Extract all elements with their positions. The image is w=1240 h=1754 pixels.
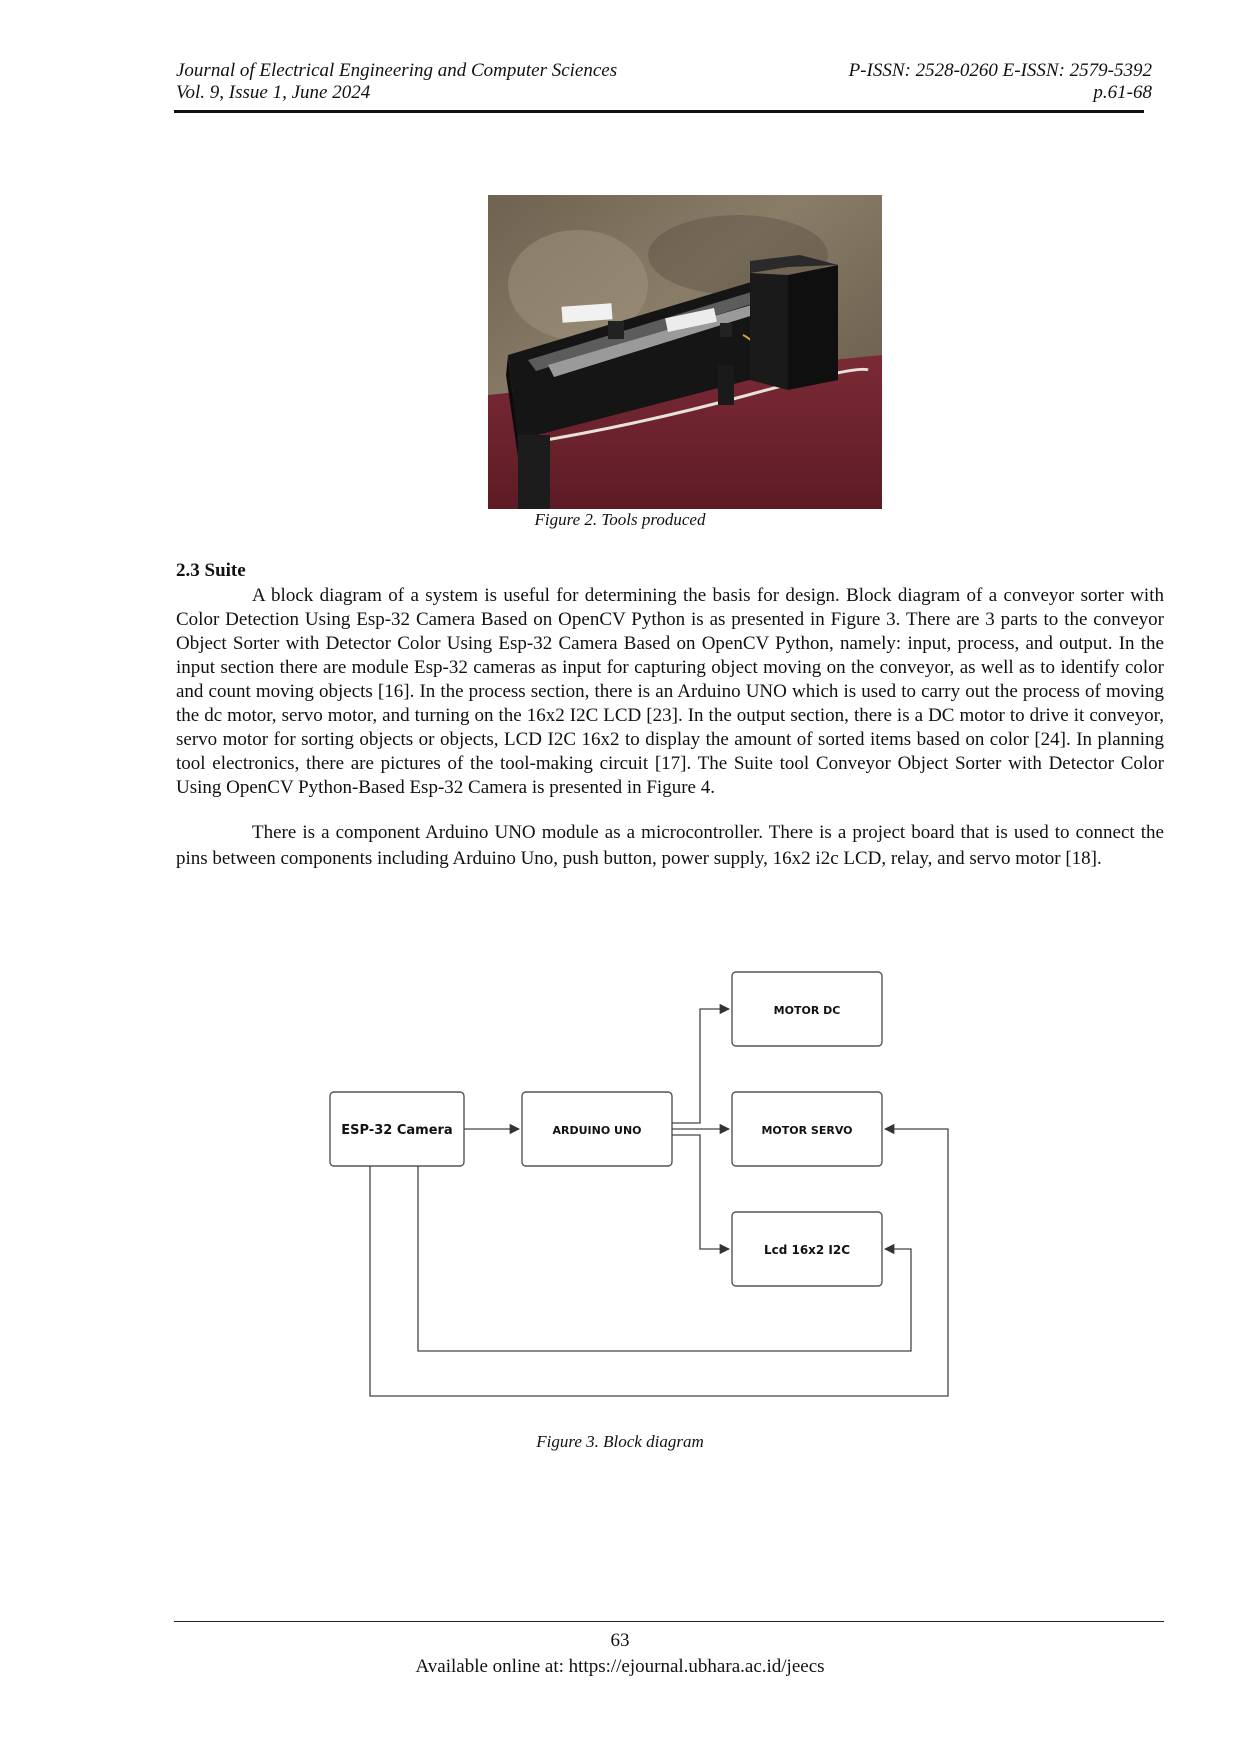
running-header-left: Journal of Electrical Engineering and Co…	[176, 60, 617, 104]
journal-issn: P-ISSN: 2528-0260 E-ISSN: 2579-5392	[848, 60, 1152, 81]
arrow-camera-to-lcd	[417, 1166, 912, 1352]
paragraph-2: There is a component Arduino UNO module …	[176, 820, 1164, 872]
page-range: p.61-68	[1093, 82, 1152, 103]
running-header-right: P-ISSN: 2528-0260 E-ISSN: 2579-5392 p.61…	[849, 60, 1152, 104]
label-motor-dc: MOTOR DC	[774, 1004, 841, 1017]
conveyor-prototype-photo	[488, 195, 882, 509]
paragraph-1-text: A block diagram of a system is useful fo…	[176, 585, 1164, 798]
figure-2-photo	[488, 195, 882, 509]
figure-2-caption: Figure 2. Tools produced	[534, 510, 706, 529]
figure-3-block-diagram: ESP-32 Camera ARDUINO UNO MOTOR DC MOTOR…	[320, 960, 970, 1410]
journal-volume: Vol. 9, Issue 1, June 2024	[176, 82, 371, 103]
page-number: 63	[610, 1630, 630, 1651]
block-motor-servo	[731, 1091, 883, 1167]
label-lcd: Lcd 16x2 I2C	[764, 1243, 850, 1257]
label-esp32-camera: ESP-32 Camera	[341, 1123, 452, 1138]
arrow-arduino-to-motor-dc	[672, 1003, 731, 1124]
label-arduino-uno: ARDUINO UNO	[552, 1124, 641, 1137]
paragraph-1: A block diagram of a system is useful fo…	[176, 584, 1164, 800]
arrow-camera-to-servo	[369, 1123, 949, 1397]
block-motor-dc	[731, 971, 883, 1047]
figure-3-caption: Figure 3. Block diagram	[536, 1432, 704, 1451]
block-diagram-svg: ESP-32 Camera ARDUINO UNO MOTOR DC MOTOR…	[329, 971, 949, 1397]
label-motor-servo: MOTOR SERVO	[761, 1124, 852, 1137]
section-heading: 2.3 Suite	[176, 560, 246, 581]
paragraph-2-text: There is a component Arduino UNO module …	[176, 822, 1164, 869]
footer-rule	[174, 1621, 1164, 1622]
arrow-arduino-to-lcd	[672, 1134, 731, 1255]
header-rule	[174, 110, 1144, 113]
availability-note: Available online at: https://ejournal.ub…	[415, 1656, 825, 1677]
block-lcd	[731, 1211, 883, 1287]
journal-title: Journal of Electrical Engineering and Co…	[176, 60, 618, 81]
